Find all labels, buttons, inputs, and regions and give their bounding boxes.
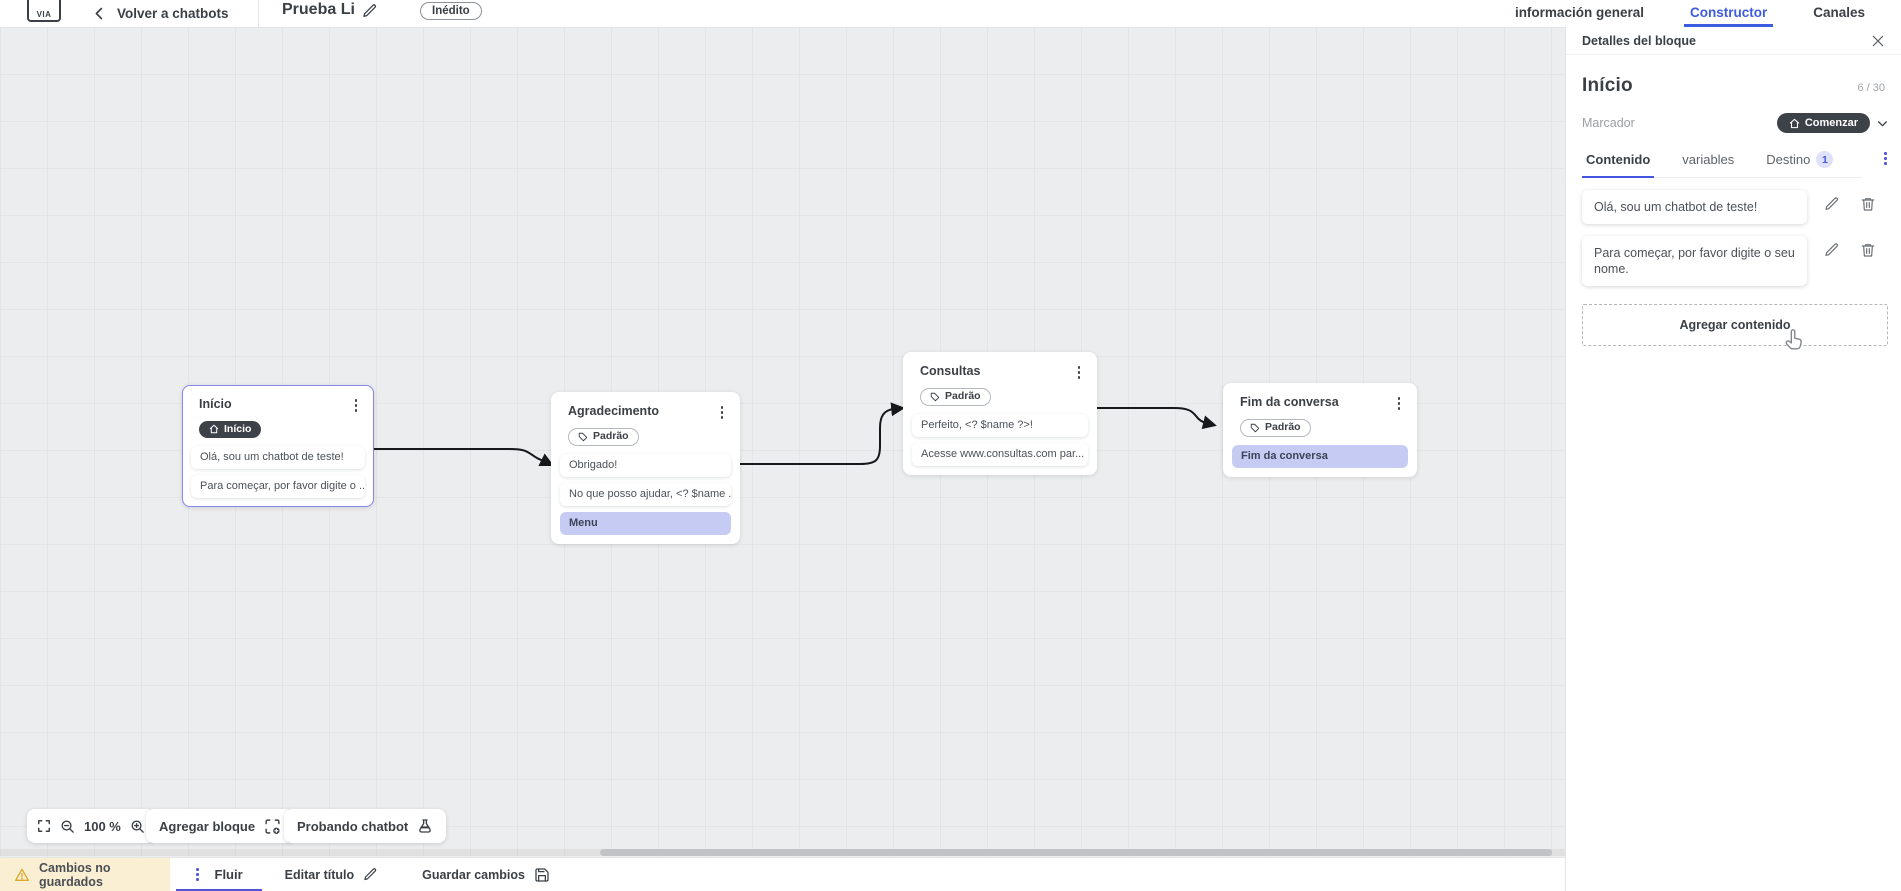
save-changes-button[interactable]: Guardar cambios: [422, 867, 550, 883]
zoom-toolbar: 100 %: [27, 809, 155, 843]
header-tabs: información general Constructor Canales: [1509, 0, 1871, 27]
node-title: Fim da conversa: [1240, 395, 1339, 409]
node-message-card[interactable]: No que posso ajudar, <? $name ...: [560, 482, 731, 506]
connector-agradecimento-consultas: [740, 402, 906, 465]
status-badge: Inédito: [420, 2, 482, 20]
flow-tab-menu-icon[interactable]: [192, 865, 203, 884]
tag-icon: [930, 392, 940, 402]
home-icon: [209, 424, 219, 434]
zoom-out-icon[interactable]: [60, 819, 75, 834]
app-logo: VIA: [27, 0, 61, 22]
panel-tabs: Contenido variables Destino 1: [1582, 151, 1862, 178]
save-icon: [534, 867, 550, 883]
node-marker-badge: Padrão: [1240, 418, 1311, 437]
fit-screen-icon[interactable]: [37, 819, 51, 833]
node-message-card[interactable]: Olá, sou um chatbot de teste!: [191, 445, 365, 469]
delete-message-icon[interactable]: [1860, 196, 1876, 212]
node-message-card[interactable]: Acesse www.consultas.com par...: [912, 442, 1088, 466]
flow-tab-container: Fluir: [176, 858, 262, 891]
back-label: Volver a chatbots: [117, 6, 229, 21]
node-menu-icon[interactable]: [1074, 363, 1085, 382]
delete-message-icon[interactable]: [1860, 242, 1876, 258]
connector-consultas-fim: [1097, 407, 1217, 430]
flow-canvas[interactable]: Início Início Olá, sou um chatbot de tes…: [0, 27, 1565, 857]
tab-fluir[interactable]: Fluir: [214, 867, 243, 882]
tab-destino[interactable]: Destino 1: [1762, 151, 1837, 177]
node-menu-icon[interactable]: [1394, 394, 1405, 413]
node-title: Consultas: [920, 364, 981, 378]
node-menu-icon[interactable]: [351, 396, 362, 415]
add-block-button[interactable]: Agregar bloque: [146, 809, 295, 843]
tag-icon: [1250, 423, 1260, 433]
connector-inicio-agradecimento: [374, 448, 555, 467]
tab-constructor[interactable]: Constructor: [1683, 0, 1774, 27]
edit-title-pencil-icon[interactable]: [362, 3, 378, 19]
char-counter: 6 / 30: [1857, 82, 1885, 94]
content-message[interactable]: Para começar, por favor digite o seu nom…: [1582, 236, 1807, 286]
panel-tabs-menu-icon[interactable]: [1880, 149, 1891, 168]
add-block-icon: [264, 818, 281, 835]
tab-contenido[interactable]: Contenido: [1582, 152, 1655, 178]
chevron-down-icon[interactable]: [1876, 117, 1889, 130]
node-menu-card[interactable]: Menu: [560, 511, 731, 535]
test-chatbot-button[interactable]: Probando chatbot: [284, 809, 447, 843]
node-fim-da-conversa[interactable]: Fim da conversa Padrão Fim da conversa: [1223, 383, 1417, 477]
pencil-icon: [363, 867, 378, 882]
bottom-bar: Cambios no guardados Fluir Editar título…: [0, 857, 1565, 891]
node-menu-card[interactable]: Fim da conversa: [1232, 444, 1408, 468]
node-agradecimento[interactable]: Agradecimento Padrão Obrigado! No que po…: [551, 392, 740, 544]
marker-value-button[interactable]: Comenzar: [1776, 113, 1870, 133]
close-icon[interactable]: [1871, 34, 1885, 48]
flow-connectors: [374, 402, 1217, 467]
edit-message-icon[interactable]: [1824, 242, 1840, 258]
flask-icon: [417, 818, 433, 834]
marker-label: Marcador: [1582, 116, 1635, 130]
header-divider: [258, 0, 259, 27]
tab-variables[interactable]: variables: [1682, 152, 1735, 167]
edit-title-button[interactable]: Editar título: [285, 867, 378, 882]
home-icon: [1789, 118, 1800, 129]
tab-canales[interactable]: Canales: [1813, 4, 1865, 20]
warning-icon: [14, 867, 30, 883]
active-tab-underline: [176, 888, 262, 891]
horizontal-scrollbar-thumb[interactable]: [600, 849, 1552, 856]
zoom-in-icon[interactable]: [130, 819, 145, 834]
edit-message-icon[interactable]: [1824, 196, 1840, 212]
node-marker-badge: Padrão: [920, 387, 991, 406]
node-message-card[interactable]: Perfeito, <? $name ?>!: [912, 413, 1088, 437]
node-inicio[interactable]: Início Início Olá, sou um chatbot de tes…: [182, 385, 374, 507]
back-to-chatbots-button[interactable]: Volver a chatbots: [92, 0, 229, 27]
add-content-button[interactable]: Agregar contenido: [1582, 304, 1888, 346]
node-marker-badge: Padrão: [568, 427, 639, 446]
chatbot-title: Prueba Li: [282, 1, 355, 18]
unsaved-changes-chip: Cambios no guardados: [0, 857, 170, 891]
node-message-card[interactable]: Para começar, por favor digite o ...: [191, 474, 365, 498]
top-header: VIA Volver a chatbots Prueba Li Inédito …: [0, 0, 1901, 27]
content-message[interactable]: Olá, sou um chatbot de teste!: [1582, 190, 1807, 224]
zoom-level: 100 %: [84, 818, 121, 834]
tab-informacion-general[interactable]: información general: [1514, 4, 1644, 20]
block-name: Início: [1582, 75, 1633, 96]
block-details-panel: Detalles del bloque Início 6 / 30 Marcad…: [1565, 27, 1901, 891]
chevron-left-icon: [92, 6, 107, 21]
panel-title: Detalles del bloque: [1582, 33, 1696, 48]
destino-count-badge: 1: [1816, 151, 1834, 168]
node-consultas[interactable]: Consultas Padrão Perfeito, <? $name ?>! …: [903, 352, 1097, 475]
node-marker-badge: Início: [199, 420, 262, 438]
node-menu-icon[interactable]: [717, 403, 728, 422]
node-title: Agradecimento: [568, 404, 659, 418]
tag-icon: [578, 432, 588, 442]
node-message-card[interactable]: Obrigado!: [560, 453, 731, 477]
node-title: Início: [199, 397, 232, 411]
